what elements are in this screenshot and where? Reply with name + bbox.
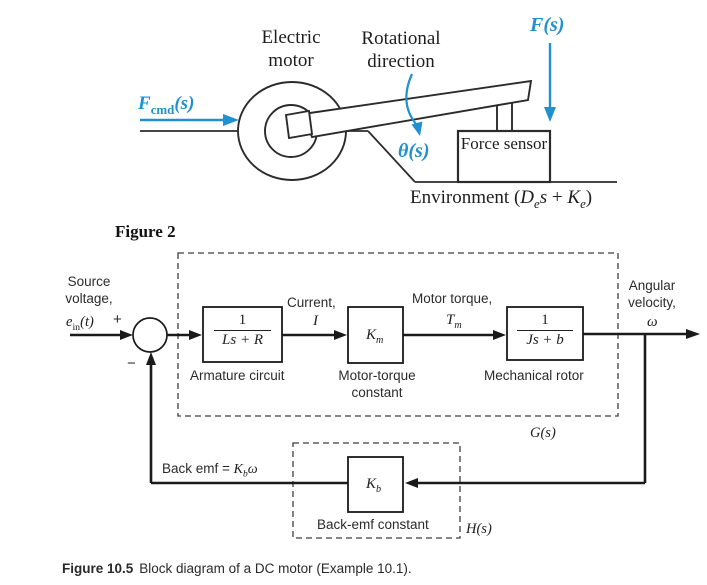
- kb-base: K: [366, 476, 377, 492]
- plus-sign: +: [113, 311, 122, 328]
- figure105-caption: Figure 10.5 Block diagram of a DC motor (…: [62, 561, 412, 577]
- kb-symbol: Kb: [366, 475, 381, 496]
- motor-hub: [284, 109, 314, 140]
- rotor-transfer-function: 1 Js + b: [517, 312, 573, 349]
- rotor-block: [506, 306, 584, 361]
- env-plus: +: [547, 187, 568, 208]
- km-block: [347, 306, 404, 364]
- env-s: s: [539, 187, 548, 208]
- armature-frac-num: 1: [238, 312, 247, 328]
- armature-frac-den: Ls + R: [214, 330, 271, 349]
- feedback-into-kb-arrowhead-icon: [405, 478, 418, 488]
- hs-dashed-box: [292, 442, 461, 539]
- torque-symbol: Tm: [446, 311, 462, 332]
- minus-sign: −: [127, 355, 136, 372]
- force-sensor-label: Force sensor: [460, 134, 548, 153]
- km-sub: m: [376, 335, 384, 346]
- env-post: ): [585, 187, 593, 208]
- env-pre: Environment (: [410, 187, 521, 208]
- ein-rest: (t): [80, 314, 94, 330]
- source-voltage-label: Source voltage,: [65, 274, 113, 307]
- figure2-caption: Figure 2: [115, 222, 176, 241]
- summing-junction: [132, 317, 168, 353]
- env-d-sub: e: [534, 195, 540, 211]
- rotational-direction-label: Rotational direction: [361, 28, 441, 73]
- fcmd-rest: (s): [174, 93, 195, 114]
- backemf-eq-sub: b: [243, 469, 248, 480]
- fs-arrowhead-icon: [544, 107, 556, 122]
- km-to-rotor-arrowhead-icon: [493, 330, 506, 340]
- caption-bold: Figure 10.5: [62, 561, 134, 576]
- fcmd-base: F: [138, 93, 151, 114]
- km-base: K: [366, 327, 377, 343]
- force-output-label: F(s): [530, 14, 565, 36]
- gs-label: G(s): [530, 425, 556, 441]
- current-label: Current,: [287, 295, 336, 310]
- backemf-eq-text: Back emf =: [162, 461, 234, 476]
- omega-symbol: ω: [647, 314, 658, 330]
- rotor-caption: Mechanical rotor: [484, 368, 584, 383]
- hs-label: H(s): [466, 521, 492, 537]
- output-arrowhead-icon: [686, 329, 700, 339]
- armature-block: [202, 306, 283, 363]
- electric-motor-label: Electric motor: [261, 27, 321, 72]
- ein-sub: in: [72, 321, 81, 333]
- fcmd-arrowhead-icon: [223, 114, 239, 126]
- motor-torque-label: Motor torque,: [412, 291, 493, 306]
- backemf-caption: Back-emf constant: [317, 517, 429, 532]
- ein-base: e: [66, 314, 73, 330]
- ramp-line: [367, 130, 416, 183]
- feedback-into-junction-arrowhead-icon: [146, 352, 156, 365]
- current-symbol: I: [313, 313, 318, 329]
- caption-rest: Block diagram of a DC motor (Example 10.…: [139, 561, 412, 576]
- kb-sub: b: [376, 484, 382, 495]
- backemf-eq-base: K: [233, 462, 243, 477]
- rotation-arrowhead-icon: [411, 121, 423, 136]
- env-k: K: [567, 187, 581, 208]
- tm-base: T: [446, 312, 455, 328]
- rotor-frac-num: 1: [541, 312, 549, 328]
- input-arrowhead-icon: [120, 330, 133, 340]
- armature-to-km-arrowhead-icon: [334, 330, 347, 340]
- armature-caption: Armature circuit: [190, 368, 285, 383]
- rotor-frac-den: Js + b: [517, 330, 573, 349]
- km-symbol: Km: [366, 326, 383, 347]
- armature-transfer-function: 1 Ls + R: [214, 312, 271, 349]
- input-signal-label: ein(t): [66, 314, 94, 334]
- back-emf-equation: Back emf = Kbω: [162, 460, 258, 481]
- backemf-eq-omega: ω: [247, 462, 258, 477]
- rotation-curve: [405, 73, 417, 125]
- tm-sub: m: [454, 320, 462, 331]
- angular-velocity-label: Angular velocity,: [628, 278, 676, 311]
- force-sensor-box: [456, 129, 552, 184]
- ktorque-caption: Motor-torque constant: [338, 368, 416, 401]
- environment-label: Environment (Des + Ke): [410, 186, 592, 212]
- kb-block: [347, 456, 404, 513]
- fcmd-sub: cmd: [150, 101, 175, 117]
- force-command-label: Fcmd(s): [138, 92, 194, 118]
- junction-to-armature-arrowhead-icon: [189, 330, 202, 340]
- env-k-sub: e: [580, 195, 586, 211]
- theta-label: θ(s): [398, 140, 430, 162]
- env-d: D: [520, 187, 535, 208]
